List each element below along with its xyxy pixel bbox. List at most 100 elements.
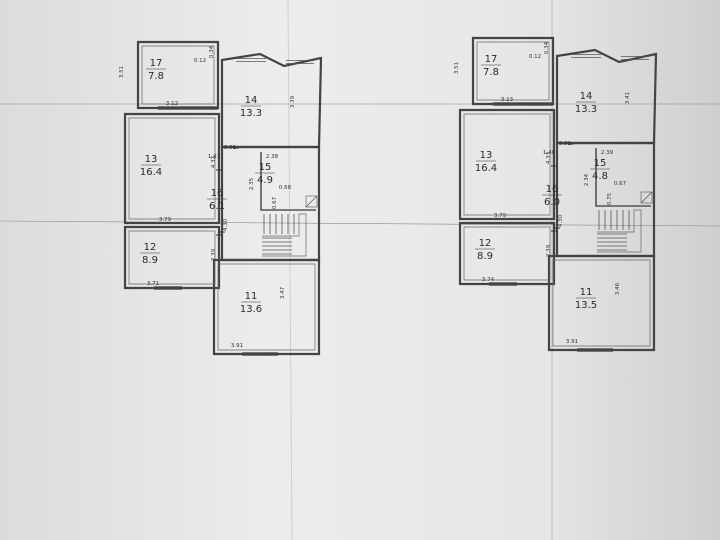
dimension-label: 3.47	[280, 286, 286, 299]
dimension-label: 2.35	[249, 177, 255, 190]
staircase	[262, 213, 307, 257]
inner-wall-line	[141, 45, 215, 105]
wall-room-13	[123, 112, 221, 225]
room-number: 13	[480, 150, 493, 161]
room-number: 11	[245, 291, 258, 302]
dimension-label: 1.40	[543, 150, 556, 156]
dimension-label: 3.51	[454, 62, 460, 74]
paper-left-sheet	[0, 0, 552, 540]
dimension-label: 3.91	[231, 343, 243, 349]
dimension-label: 1.41	[208, 154, 220, 160]
room-label: 154.9	[255, 162, 275, 186]
inner-wall-line	[217, 263, 316, 351]
partition-room-15	[260, 152, 316, 211]
room-number: 14	[245, 95, 258, 106]
inner-wall-line	[476, 41, 550, 101]
room-area: 6.0	[544, 197, 560, 208]
room-number: 16	[211, 188, 224, 199]
dimension-label: 3.74	[482, 277, 495, 283]
dimension-label: 3.41	[625, 92, 631, 104]
room-area: 4.8	[592, 171, 608, 182]
room-number: 12	[144, 242, 157, 253]
room-label: 177.8	[146, 58, 166, 82]
inner-wall-line	[463, 226, 551, 281]
wall-room-17	[471, 36, 555, 106]
room-label: 128.9	[140, 242, 160, 266]
vent-shaft-diagonal	[305, 195, 318, 208]
room-area: 7.8	[148, 71, 164, 82]
inner-wall-line	[463, 113, 551, 216]
room-area: 13.3	[240, 108, 262, 119]
room-area: 7.8	[483, 67, 499, 78]
dimension-label: 3.79	[159, 217, 172, 223]
dimension-label: 4.30	[223, 218, 229, 231]
paper-fold	[287, 0, 293, 540]
room-label: 13 16.4	[140, 154, 162, 178]
room-number: 16	[546, 184, 559, 195]
partition-room-15	[595, 148, 651, 207]
dimension-label: 2.39	[601, 150, 614, 156]
room-label: 13 16.4	[475, 150, 497, 174]
room-area: 13.6	[240, 304, 262, 315]
room-label: 128.9	[475, 238, 495, 262]
vent-shaft	[305, 195, 318, 208]
room-label: 14 13.3	[240, 95, 262, 119]
room-area: 8.9	[477, 251, 493, 262]
wall-room-11	[547, 254, 656, 352]
room-label: 14 13.3	[575, 91, 597, 115]
room-number: 15	[594, 158, 607, 169]
room-number: 14	[580, 91, 593, 102]
dimension-label: 3.91	[566, 339, 578, 345]
room-area: 16.4	[140, 167, 162, 178]
room-number: 12	[479, 238, 492, 249]
staircase	[597, 209, 642, 253]
dimension-label: 3.91	[224, 145, 236, 151]
room-area: 13.3	[575, 104, 597, 115]
dimension-label: 3.79	[494, 213, 507, 219]
room-area: 13.5	[575, 300, 597, 311]
wall-room-11	[212, 258, 321, 356]
dimension-label: 0.67	[614, 181, 627, 187]
dimension-label: 0.12	[529, 54, 541, 60]
wall-room-12	[123, 225, 221, 290]
dimension-label: 3.46	[615, 282, 621, 295]
guide-line	[0, 220, 720, 227]
inner-wall-line	[128, 117, 216, 220]
dimension-label: 0.67	[272, 196, 278, 209]
room-number: 15	[259, 162, 272, 173]
vent-shaft-diagonal	[640, 191, 653, 204]
room-label: 11 13.6	[240, 291, 262, 315]
room-area: 8.9	[142, 255, 158, 266]
stair-outline	[262, 213, 307, 257]
dimension-label: 3.39	[290, 95, 296, 108]
dimension-label: 0.75	[607, 192, 613, 205]
dimension-label: 0.68	[279, 185, 292, 191]
room-label: 11 13.5	[575, 287, 597, 311]
wall-room-17	[136, 40, 220, 110]
dimension-label: 3.51	[119, 66, 125, 78]
room-area: 6.1	[209, 201, 225, 212]
dimension-label: 3.12	[166, 101, 178, 107]
inner-wall-line	[128, 230, 216, 285]
dimension-label: 0.12	[194, 58, 206, 64]
dimension-label: 4.32	[211, 156, 217, 168]
room-number: 17	[485, 54, 498, 65]
dimension-label: 2.39	[546, 244, 552, 257]
dimension-label: 3.13	[501, 97, 514, 103]
wall-room-13	[458, 108, 556, 221]
dimension-label: 0.34	[209, 45, 215, 58]
room-area: 16.4	[475, 163, 497, 174]
dimension-label: 4.30	[558, 214, 564, 227]
room-number: 11	[580, 287, 593, 298]
paper-right-sheet	[552, 0, 720, 540]
dimension-label: 3.91	[559, 141, 571, 147]
room-label: 166.0	[542, 184, 562, 208]
room-number: 13	[145, 154, 158, 165]
wall-room-12	[458, 221, 556, 286]
room-number: 17	[150, 58, 163, 69]
dimension-label: 4.33	[546, 151, 552, 164]
